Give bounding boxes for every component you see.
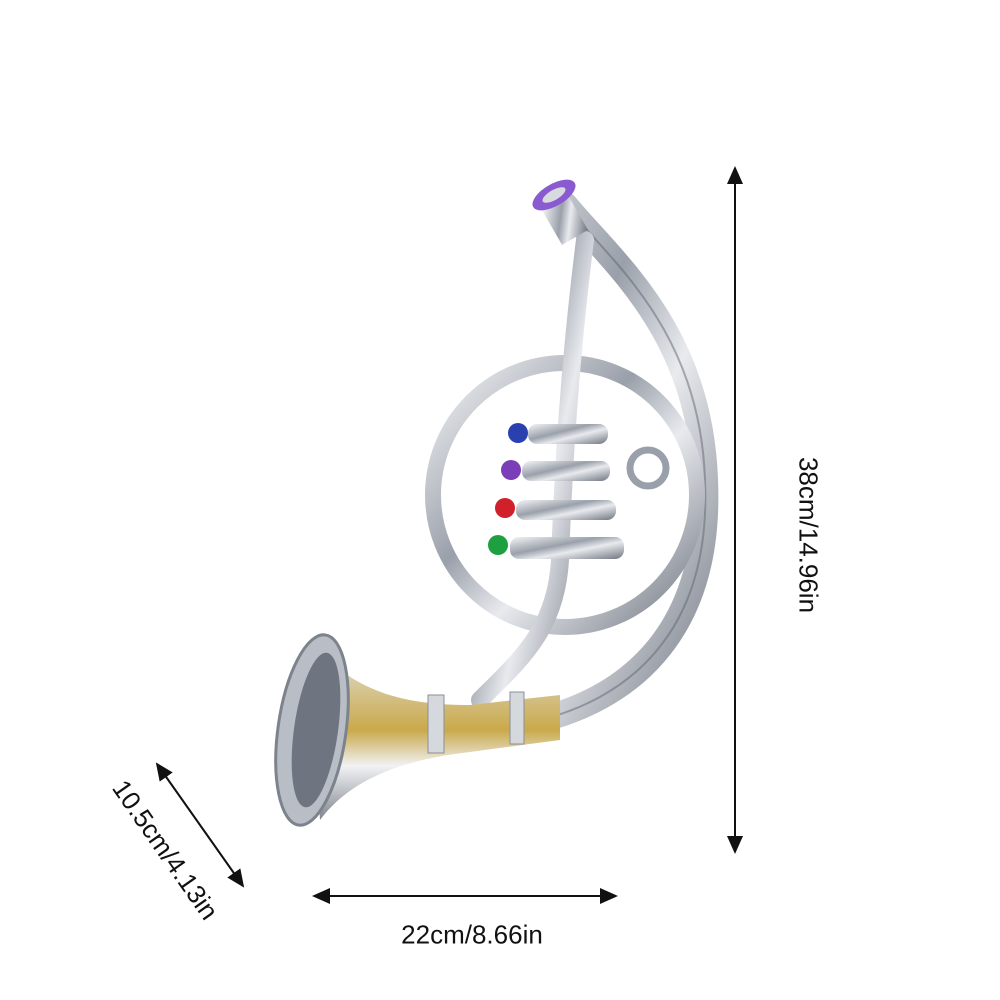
bell-diameter-arrow: [155, 762, 245, 888]
valve-button-green: [488, 535, 508, 555]
ring-hook: [626, 446, 670, 490]
valve-button-purple: [501, 460, 521, 480]
valve-button-blue: [508, 423, 528, 443]
width-label: 22cm/8.66in: [401, 919, 543, 950]
height-label: 38cm/14.96in: [793, 456, 824, 614]
valves: [488, 423, 624, 559]
valve-button-red: [495, 498, 515, 518]
